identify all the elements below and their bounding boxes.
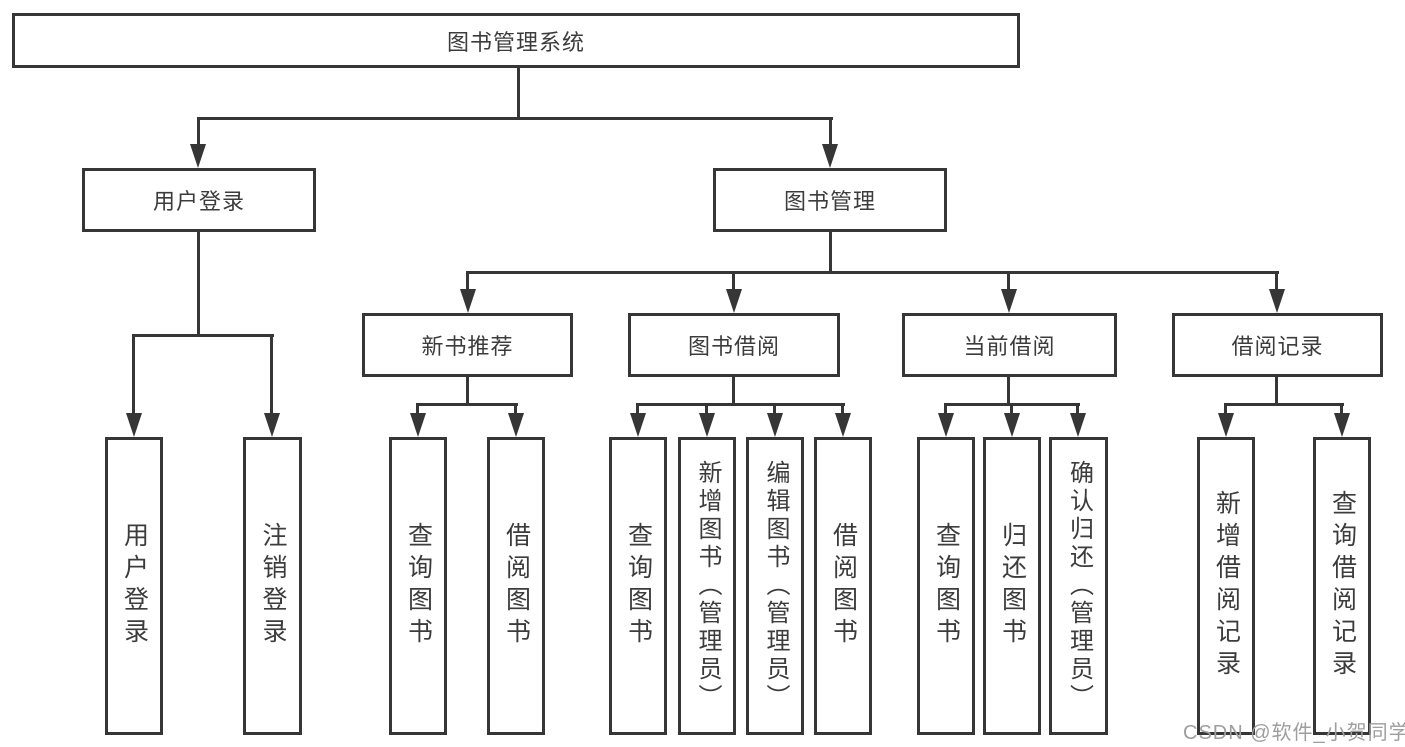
connector-borrow-stem [732,376,735,406]
connector-borrow-horizontal [636,403,845,406]
arrow-down-icon [822,144,838,168]
connector-stem [636,403,639,417]
arrow-down-icon [767,413,783,437]
node-label: 图书管理系统 [446,29,585,55]
node-label: 借阅图书 [829,522,858,650]
connector-stem [773,403,776,417]
connector-level2-horizontal [197,117,833,120]
connector-stem [1007,271,1010,296]
leaf-bb-borrow-books: 借阅图书 [814,437,872,735]
node-current-borrowing: 当前借阅 [902,313,1117,377]
leaf-bb-add-books-admin: 新增图书（管理员） [678,437,736,735]
arrow-down-icon [264,413,280,437]
arrow-down-icon [1001,289,1017,313]
arrow-down-icon [1070,413,1086,437]
arrow-down-icon [460,289,476,313]
leaf-cb-query-books: 查询图书 [917,437,975,735]
connector-stem [829,117,832,147]
node-label: 新书推荐 [421,334,514,359]
leaf-br-query-record: 查询借阅记录 [1313,437,1371,735]
node-label: 图书借阅 [687,334,780,359]
node-label: 借阅图书 [502,522,531,650]
connector-stem [1224,403,1227,417]
node-book-borrowing: 图书借阅 [628,313,840,377]
arrow-down-icon [726,289,742,313]
connector-stem [1010,403,1013,417]
csdn-watermark: CSDN @软件_小贺同学 [1183,722,1405,744]
arrow-down-icon [630,413,646,437]
node-user-login: 用户登录 [82,168,316,232]
connector-mgmt-stem [829,232,832,274]
connector-stem [197,117,200,147]
connector-stem [705,403,708,417]
node-label: 注销登录 [259,522,287,650]
connector-stem [841,403,844,417]
leaf-cb-confirm-return-admin: 确认归还（管理员） [1049,437,1108,735]
connector-current-stem [1007,376,1010,406]
arrow-down-icon [699,413,715,437]
leaf-br-add-record: 新增借阅记录 [1197,437,1255,735]
node-label: 确认归还（管理员） [1065,460,1093,712]
connector-rec-stem [466,376,469,406]
node-new-book-recommend: 新书推荐 [362,313,573,377]
connector-level3-horizontal [466,271,1279,274]
connector-stem [416,403,419,417]
node-root-book-management-system: 图书管理系统 [12,13,1020,68]
leaf-rec-query-books: 查询图书 [389,437,447,735]
node-book-management: 图书管理 [713,168,947,232]
arrow-down-icon [410,413,426,437]
connector-login-stem [197,232,200,337]
leaf-bb-edit-books-admin: 编辑图书（管理员） [746,437,804,735]
leaf-rec-borrow-books: 借阅图书 [487,437,545,735]
connector-stem [270,334,273,418]
node-label: 查询图书 [404,522,433,650]
arrow-down-icon [126,413,142,437]
connector-root-stem [517,68,520,120]
arrow-down-icon [1218,413,1234,437]
connector-stem [1340,403,1343,417]
connector-stem [944,403,947,417]
node-label: 查询图书 [932,522,961,650]
node-label: 编辑图书（管理员） [762,460,789,712]
arrow-down-icon [190,144,206,168]
connector-stem [1275,271,1278,296]
arrow-down-icon [1334,413,1350,437]
node-label: 新增借阅记录 [1212,490,1241,682]
connector-record-stem [1275,376,1278,406]
arrow-down-icon [1269,289,1285,313]
arrow-down-icon [938,413,954,437]
connector-stem [514,403,517,417]
leaf-bb-query-books: 查询图书 [609,437,667,735]
connector-stem [132,334,135,418]
node-label: 当前借阅 [963,334,1056,359]
connector-login-horizontal [132,334,274,337]
node-borrowing-records: 借阅记录 [1172,313,1383,377]
connector-stem [1076,403,1079,417]
connector-record-horizontal [1224,403,1344,406]
node-label: 借阅记录 [1231,334,1324,359]
node-label: 归还图书 [998,522,1027,650]
node-label: 新增图书（管理员） [694,460,721,712]
node-label: 查询图书 [624,522,653,650]
leaf-cb-return-books: 归还图书 [983,437,1041,735]
arrow-down-icon [1004,413,1020,437]
node-label: 查询借阅记录 [1328,490,1357,682]
connector-stem [466,271,469,296]
leaf-logout: 注销登录 [243,437,302,735]
node-label: 图书管理 [783,189,876,214]
connector-rec-horizontal [416,403,518,406]
node-label: 用户登录 [120,522,149,650]
leaf-user-login: 用户登录 [105,437,163,735]
connector-stem [732,271,735,296]
arrow-down-icon [508,413,524,437]
arrow-down-icon [835,413,851,437]
node-label: 用户登录 [152,189,245,214]
